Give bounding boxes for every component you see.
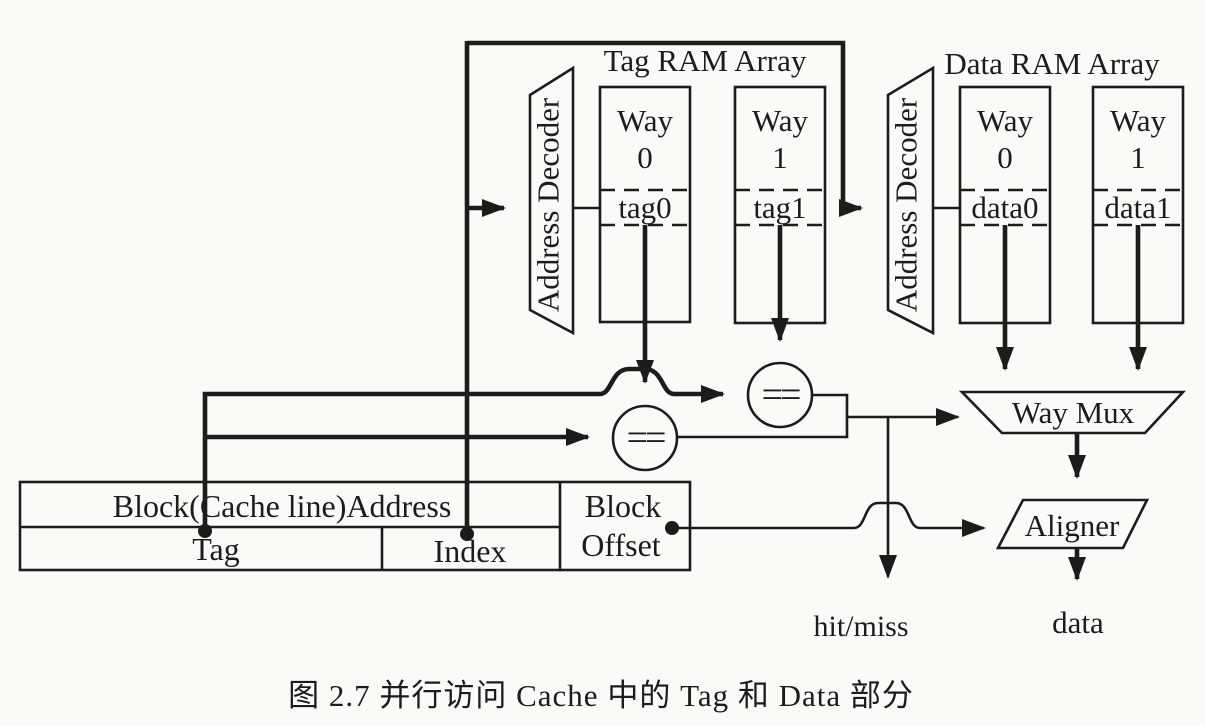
block-offset-tap-dot	[665, 521, 679, 535]
tag-ram-array-title: Tag RAM Array	[604, 43, 807, 78]
block-offset-field-line2: Offset	[581, 527, 661, 563]
tag-address-decoder-label: Address Decoder	[531, 97, 566, 312]
data-select-path: Way Mux Aligner data	[958, 390, 1186, 640]
data-ram-array: Data RAM Array Address Decoder Way 0 dat…	[886, 46, 1185, 371]
data0-cell-label: data0	[971, 190, 1038, 225]
data-ram-array-title: Data RAM Array	[944, 46, 1160, 81]
address-bus	[198, 40, 863, 541]
data-address-decoder	[886, 65, 935, 336]
address-register: Block(Cache line)Address Tag Index Block…	[18, 480, 692, 572]
data1-cell-label: data1	[1104, 190, 1171, 225]
tag-way0-number: 0	[637, 140, 653, 175]
tag-way0-label: Way	[617, 103, 674, 138]
data-way0-bank: Way 0 data0	[958, 85, 1052, 371]
tag0-cell-label: tag0	[618, 190, 671, 225]
figure-caption: 图 2.7 并行访问 Cache 中的 Tag 和 Data 部分	[288, 678, 914, 713]
tag-way0-bank: Way 0 tag0	[598, 85, 692, 384]
tag-way1-bank: Way 1 tag1	[733, 85, 827, 342]
data-way0-number: 0	[997, 140, 1013, 175]
hit-miss-label: hit/miss	[813, 610, 908, 643]
block-offset-field-line1: Block	[585, 488, 661, 524]
aligner-label: Aligner	[1025, 508, 1120, 543]
way-mux	[958, 390, 1186, 435]
tag-compare-line-upper	[202, 366, 725, 531]
data-output-label: data	[1052, 605, 1104, 640]
tag-way1-number: 1	[772, 140, 788, 175]
data-way1-bank: Way 1 data1	[1091, 85, 1185, 371]
data-way1-number: 1	[1130, 140, 1146, 175]
tag-comparators: == == hit/miss	[611, 361, 960, 643]
data-way0-label: Way	[977, 103, 1034, 138]
block-address-title: Block(Cache line)Address	[113, 488, 452, 524]
way-mux-label: Way Mux	[1012, 395, 1135, 430]
tag-field-label: Tag	[192, 531, 240, 567]
tag1-cell-label: tag1	[753, 190, 806, 225]
data-way1-label: Way	[1110, 103, 1167, 138]
data-address-decoder-label: Address Decoder	[889, 97, 924, 312]
index-bus-to-data-decoder-line	[467, 40, 863, 217]
tag-way1-label: Way	[752, 103, 809, 138]
block-offset-line	[672, 501, 986, 537]
index-tap-dot	[460, 527, 474, 541]
comparator1-symbol: ==	[762, 374, 800, 416]
tag-ram-array: Tag RAM Array Address Decoder Way 0 tag0…	[528, 43, 827, 384]
aligner	[995, 498, 1150, 550]
index-field-label: Index	[434, 533, 507, 569]
comparator0-symbol: ==	[627, 417, 665, 459]
tag-address-decoder	[528, 65, 575, 336]
